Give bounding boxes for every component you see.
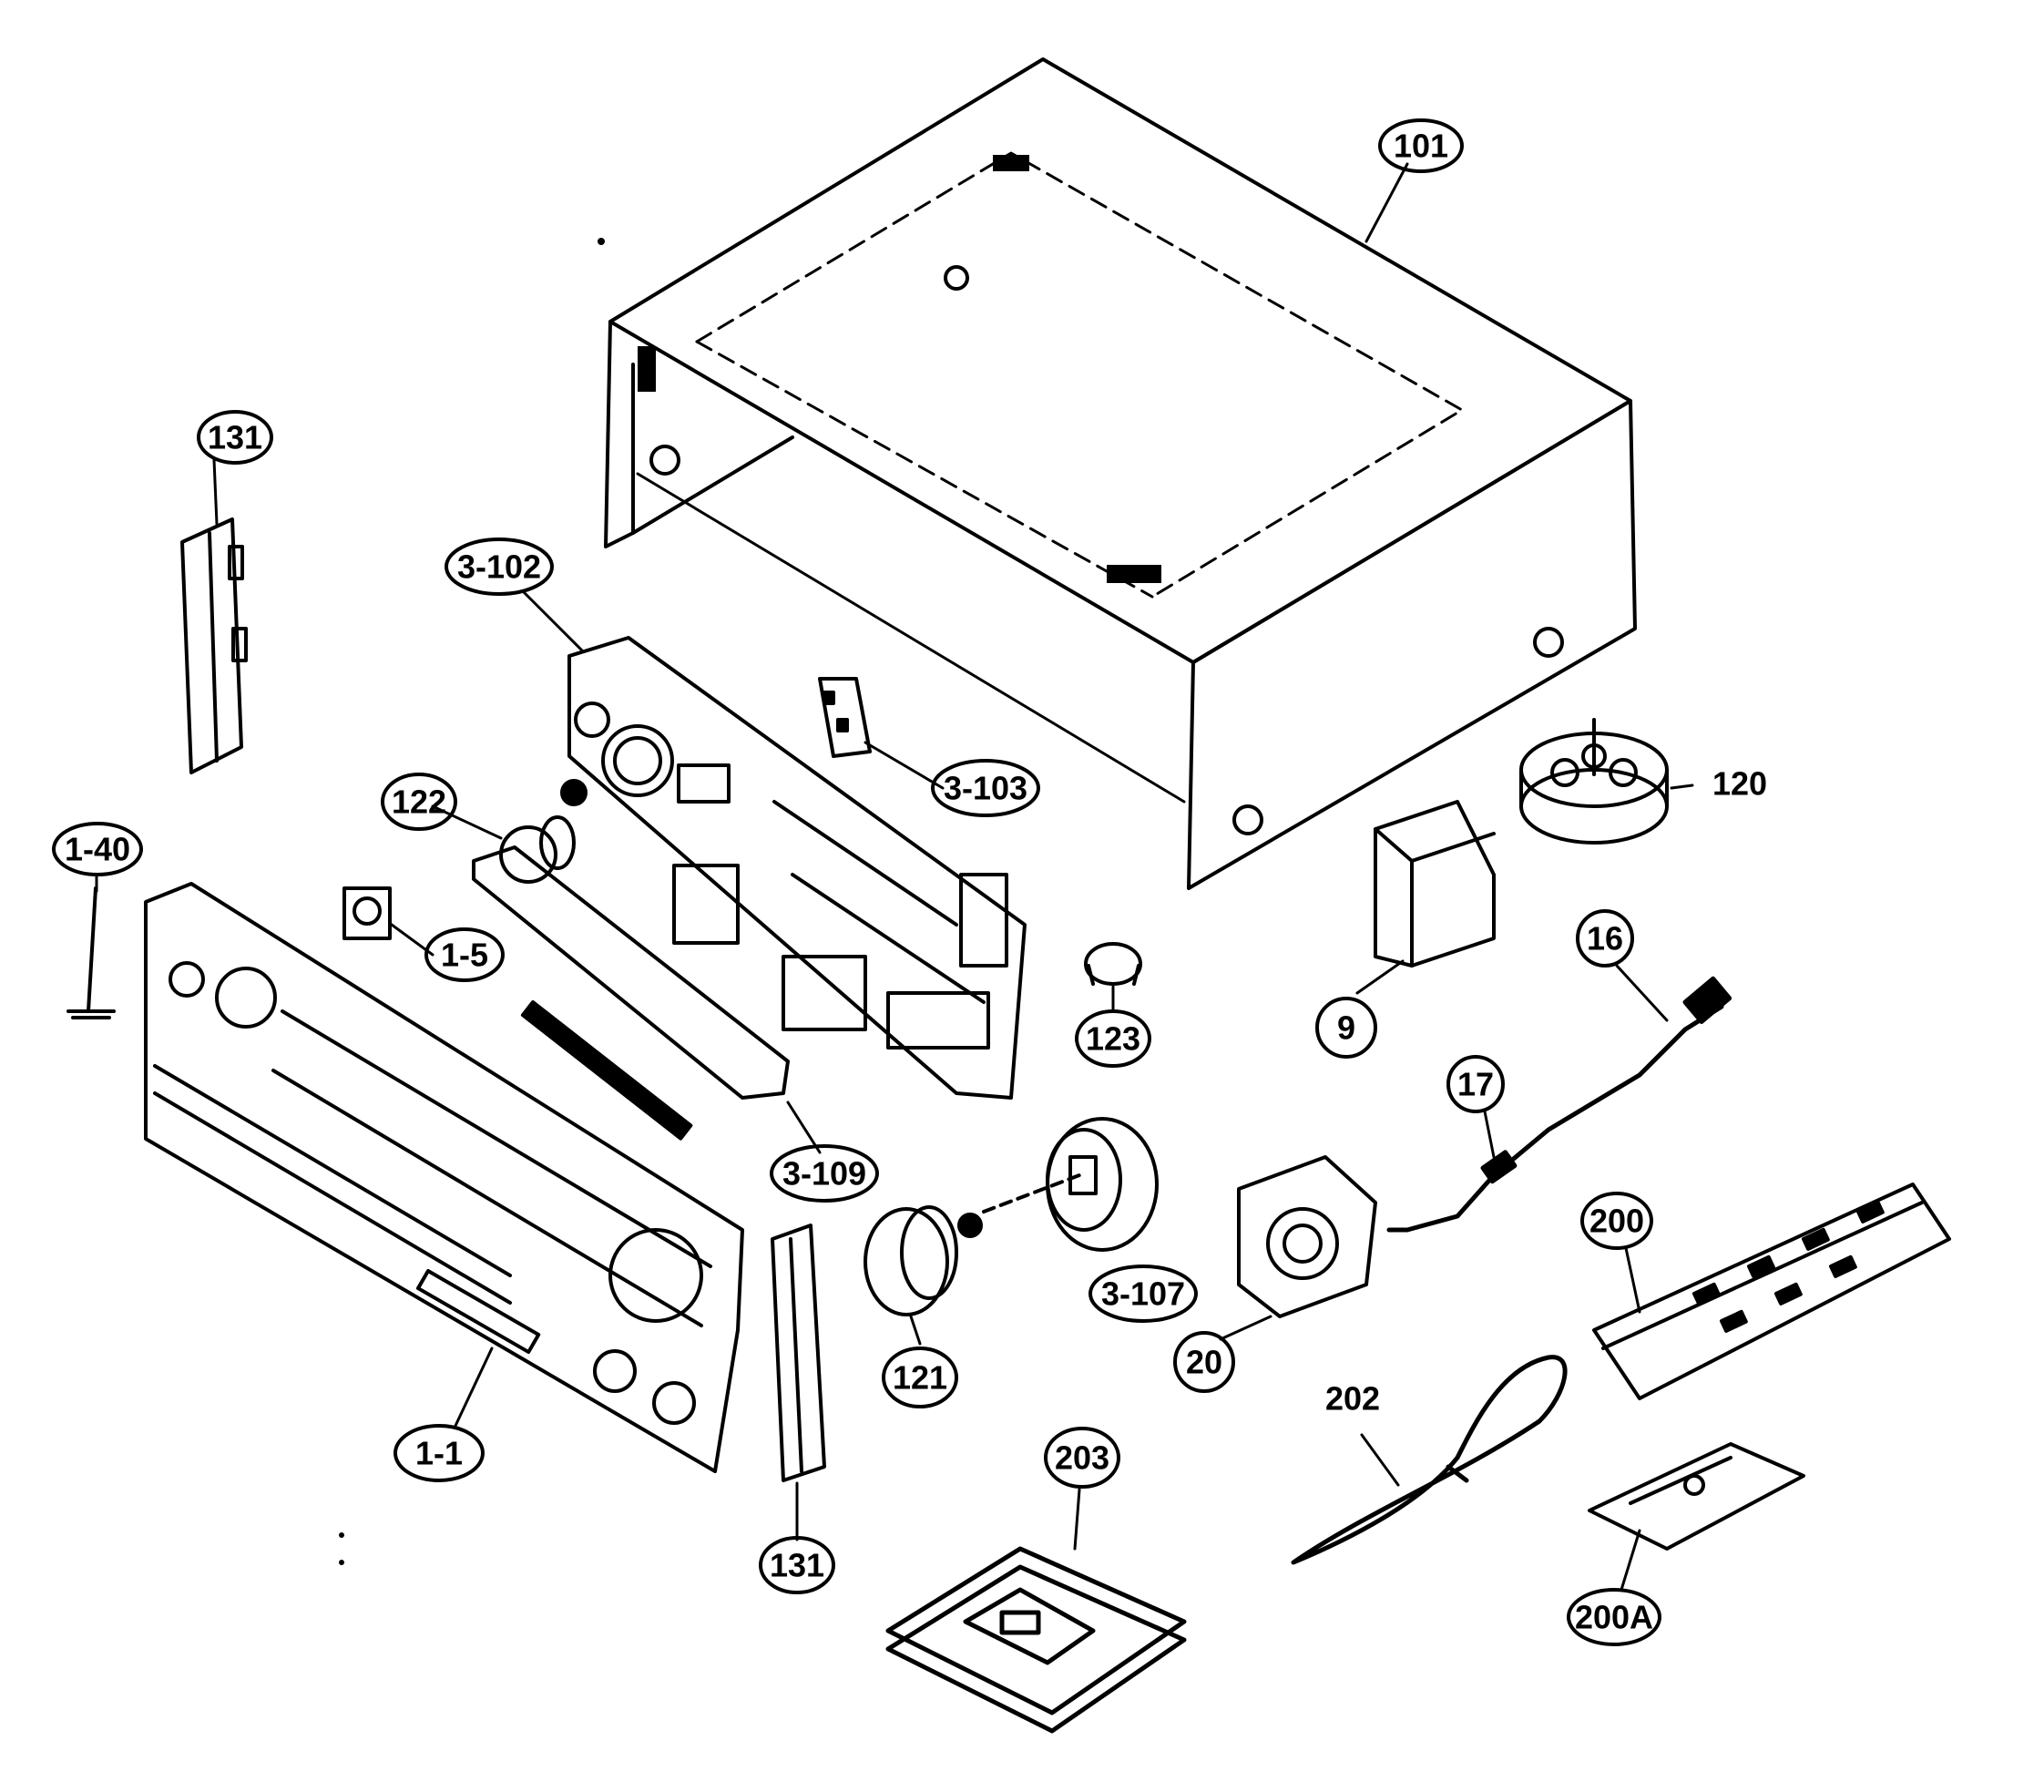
svg-text:3-103: 3-103 [944, 770, 1027, 807]
callout-202: 202 [1325, 1380, 1380, 1418]
knob-123-part [1084, 942, 1142, 986]
callout-131-top: 131 [197, 410, 273, 465]
callout-3-103: 3-103 [931, 759, 1040, 817]
callout-1-1: 1-1 [393, 1424, 485, 1482]
svg-text:9: 9 [1337, 1009, 1355, 1047]
svg-text:120: 120 [1712, 765, 1767, 803]
svg-text:3-102: 3-102 [457, 548, 541, 586]
bracket-1-5-part [342, 886, 392, 940]
callout-3-102: 3-102 [445, 538, 554, 596]
svg-text:3-107: 3-107 [1101, 1275, 1185, 1313]
display-board-part [472, 845, 790, 1141]
remote-control-part [1592, 1183, 1951, 1400]
top-cover-details [638, 155, 1161, 583]
transformer-part [1374, 800, 1496, 968]
spool-part [1519, 718, 1669, 845]
encoder-part [982, 1117, 1159, 1252]
leader-lines [95, 162, 1694, 1592]
callout-17: 17 [1446, 1055, 1505, 1113]
svg-text:1-40: 1-40 [65, 831, 130, 868]
callout-3-109: 3-109 [770, 1144, 879, 1203]
svg-text:202: 202 [1325, 1380, 1380, 1418]
knob-121-part [864, 1205, 983, 1316]
callout-101: 101 [1378, 118, 1464, 173]
callout-123: 123 [1075, 1009, 1151, 1068]
svg-text:101: 101 [1394, 128, 1448, 165]
svg-text:3-109: 3-109 [782, 1155, 866, 1193]
side-bracket-top-part [180, 517, 248, 774]
callout-200A: 200A [1567, 1588, 1661, 1646]
svg-text:121: 121 [893, 1359, 947, 1397]
power-cord-part [1386, 976, 1732, 1233]
top-cover-part [604, 57, 1637, 890]
svg-text:1-5: 1-5 [441, 937, 488, 974]
svg-text:20: 20 [1186, 1344, 1222, 1381]
specks [339, 238, 605, 1565]
callout-200: 200 [1580, 1192, 1653, 1250]
callout-121: 121 [882, 1347, 958, 1408]
switch-module-part [818, 677, 872, 758]
loop-antenna-part [885, 1546, 1187, 1734]
callout-9: 9 [1315, 997, 1377, 1059]
svg-text:1-1: 1-1 [415, 1435, 463, 1472]
callout-120: 120 [1712, 765, 1767, 803]
svg-text:16: 16 [1587, 920, 1623, 957]
svg-text:131: 131 [770, 1547, 824, 1584]
svg-text:123: 123 [1086, 1020, 1140, 1058]
svg-text:131: 131 [208, 419, 262, 456]
svg-text:122: 122 [392, 783, 446, 821]
front-panel-part [144, 882, 744, 1473]
fan-part [1237, 1155, 1377, 1318]
svg-text:203: 203 [1055, 1439, 1109, 1477]
knob-122-part [499, 779, 588, 884]
callout-131-bottom: 131 [759, 1536, 835, 1594]
battery-cover-part [1588, 1442, 1805, 1551]
callout-20: 20 [1173, 1331, 1235, 1393]
callout-203: 203 [1044, 1427, 1120, 1489]
front-chassis-part [567, 636, 1027, 1100]
callout-122: 122 [381, 773, 457, 831]
callout-1-5: 1-5 [424, 927, 505, 982]
callout-16: 16 [1576, 909, 1634, 968]
svg-text:200: 200 [1589, 1203, 1644, 1240]
screw-part [66, 886, 116, 1019]
antenna-cable-part [1291, 1355, 1568, 1565]
side-bracket-bottom-part [771, 1224, 826, 1482]
callout-1-40: 1-40 [52, 822, 143, 876]
svg-text:200A: 200A [1575, 1599, 1653, 1636]
callout-3-107: 3-107 [1088, 1265, 1198, 1323]
svg-text:17: 17 [1457, 1066, 1494, 1103]
